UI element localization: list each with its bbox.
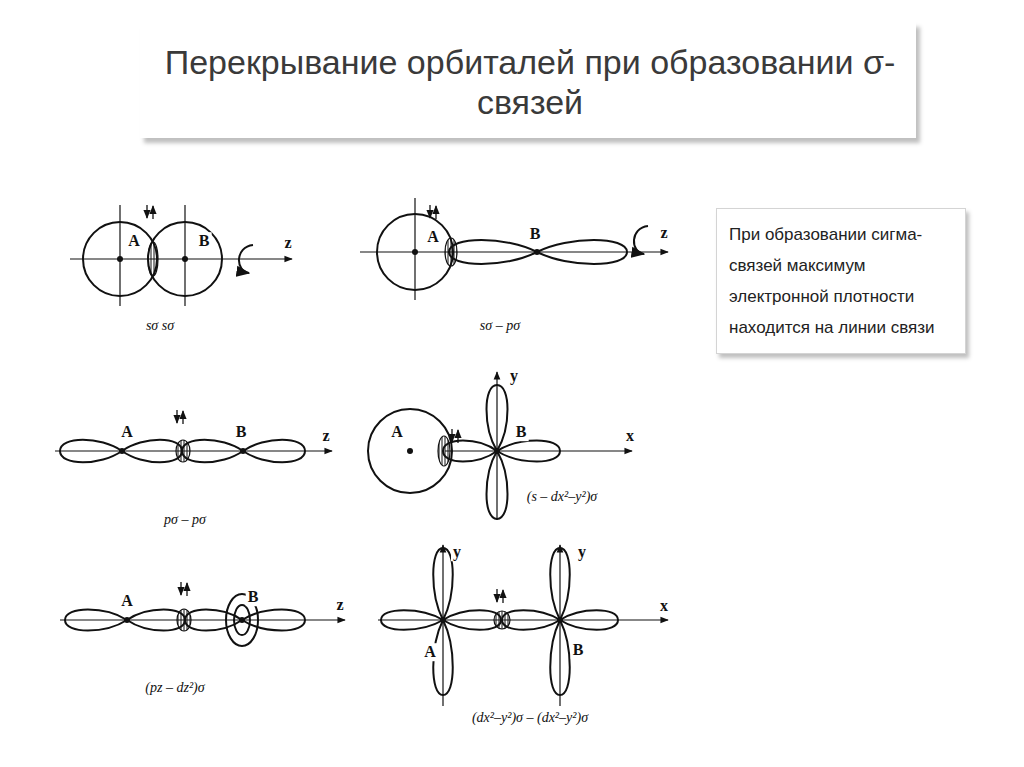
axis-or-atom-label: B [246, 588, 261, 606]
axis-or-atom-label: A [126, 232, 142, 250]
axis-or-atom-label: A [119, 423, 135, 441]
electron-pair [181, 582, 187, 596]
electron-pair [430, 205, 436, 219]
note-box: При образовании сигма-связей максимум эл… [716, 208, 966, 354]
s-orbital [83, 222, 157, 296]
orbital-lobe [550, 548, 570, 620]
nucleus-dot [412, 249, 418, 255]
orbital-lobe [443, 610, 501, 630]
orbital-lobe [502, 610, 560, 630]
rotation-arrow [634, 226, 648, 254]
orbital-lobe [550, 620, 570, 695]
orbital-lobe [560, 610, 618, 630]
axis-or-atom-label: z [658, 224, 669, 242]
axis-or-atom-label: z [320, 427, 331, 445]
orbital-lobe [127, 610, 185, 631]
dz2-ring [234, 605, 250, 635]
axis-line [496, 372, 497, 520]
overlap-caption: sσ sσ [144, 318, 176, 333]
axis-or-atom-label: B [197, 232, 212, 250]
axis-or-atom-label: y [451, 543, 463, 561]
electron-pair [452, 429, 458, 443]
axis-or-atom-label: z [282, 234, 293, 252]
orbital-lobe [487, 385, 508, 451]
orbital-lobe [243, 440, 305, 463]
orbital-lobe [381, 610, 443, 630]
orbital-lobe [122, 440, 182, 463]
axis-or-atom-label: A [389, 423, 405, 441]
axis-or-atom-label: A [425, 228, 441, 246]
orbital-lobe [443, 441, 497, 462]
axis-or-atom-label: y [508, 367, 520, 385]
overlap-region [445, 238, 457, 266]
s-orbital [148, 222, 222, 296]
axis-or-atom-label: B [571, 641, 586, 659]
axis-or-atom-label: x [624, 427, 636, 445]
axis-line [184, 205, 185, 306]
orbital-lobe [487, 451, 508, 519]
nucleus-dot [440, 617, 446, 623]
orbital-lobe [433, 548, 453, 620]
axis-or-atom-label: B [234, 423, 249, 441]
axis-line [442, 545, 443, 706]
axis-line [378, 619, 668, 620]
nucleus-dot [124, 617, 130, 623]
s-orbital [368, 409, 452, 493]
electron-pair [177, 410, 183, 424]
nucleus-dot [182, 256, 188, 262]
overlap-caption: (dx²–y²)σ – (dx²–y²)σ [470, 710, 590, 725]
orbital-lobe [449, 240, 537, 264]
axis-line [360, 251, 668, 252]
axis-line [55, 450, 332, 451]
nucleus-dot [240, 448, 246, 454]
overlap-caption: (s – dx²–y²)σ [525, 489, 600, 504]
nucleus-dot [534, 249, 540, 255]
orbital-lobe [537, 240, 627, 264]
rotation-arrow [239, 245, 253, 273]
axis-or-atom-label: B [514, 423, 529, 441]
overlap-region [438, 436, 450, 466]
axis-or-atom-label: x [658, 597, 670, 615]
orbital-lobe [182, 440, 243, 463]
overlap-caption: pσ – pσ [162, 512, 208, 527]
nucleus-dot [117, 256, 123, 262]
nucleus-dot [557, 617, 563, 623]
axis-line [559, 545, 560, 706]
overlap-caption: sσ – pσ [478, 318, 522, 333]
axis-or-atom-label: z [334, 596, 345, 614]
note-text: При образовании сигма-связей максимум эл… [729, 219, 953, 343]
axis-or-atom-label: A [422, 643, 438, 661]
overlap-region [148, 242, 158, 276]
axis-or-atom-label: y [576, 543, 588, 561]
axis-line [119, 205, 120, 306]
orbital-lobe [60, 440, 122, 463]
axis-or-atom-label: A [119, 592, 135, 610]
axis-line [445, 450, 632, 451]
nucleus-dot [407, 448, 413, 454]
nucleus-dot [494, 448, 500, 454]
orbital-lobe [65, 610, 127, 631]
orbital-lobe [242, 610, 305, 631]
overlap-region [176, 440, 190, 462]
electron-pair [497, 589, 503, 603]
slide-title: Перекрывание орбиталей при образовании σ… [150, 42, 910, 122]
orbital-lobe [497, 441, 560, 462]
overlap-region [494, 611, 510, 629]
axis-line [70, 258, 292, 259]
nucleus-dot [239, 617, 245, 623]
overlap-region [177, 609, 191, 631]
nucleus-dot [119, 448, 125, 454]
electron-pair [147, 205, 153, 219]
axis-or-atom-label: B [528, 225, 543, 243]
overlap-caption: (pz – dz²)σ [143, 680, 206, 695]
s-orbital [377, 214, 453, 290]
